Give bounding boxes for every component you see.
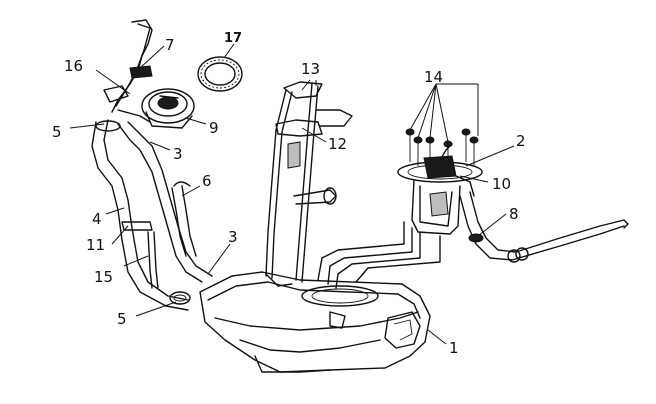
callout-16: 16 (64, 57, 83, 75)
callout-11: 11 (86, 236, 105, 254)
callout-5-lower: 5 (117, 310, 127, 328)
band-clamp (121, 221, 153, 231)
pump-to-tank-lines (317, 221, 441, 289)
callout-1: 1 (449, 339, 459, 357)
callout-3-upper: 3 (173, 145, 183, 163)
callout-10: 10 (492, 175, 511, 193)
fuel-level-sender (265, 81, 353, 283)
fuel-pump-assembly (397, 143, 483, 235)
callout-8: 8 (509, 205, 519, 223)
gasket-ring (197, 56, 243, 92)
callout-15: 15 (94, 268, 113, 286)
callout-17: 17 (224, 31, 242, 46)
callout-numbers: 1 2 3 3 4 5 5 6 7 8 9 10 11 12 13 14 15 … (52, 31, 526, 357)
callout-2: 2 (516, 132, 526, 150)
pump-bolts (405, 128, 479, 166)
callout-12: 12 (328, 135, 347, 153)
drain-hose (147, 231, 159, 289)
callout-14: 14 (424, 68, 443, 86)
hose-clamp-upper (95, 120, 121, 132)
filler-cap-assembly (103, 19, 195, 129)
leader-lines (69, 43, 515, 345)
fuel-tank (199, 271, 431, 373)
callout-13: 13 (301, 60, 320, 78)
filler-pipe (91, 119, 213, 311)
callout-7: 7 (165, 36, 175, 54)
callout-3-lower: 3 (228, 228, 238, 246)
callout-5-upper: 5 (52, 123, 62, 141)
hose-clamp-lower (169, 291, 191, 305)
callout-4: 4 (92, 210, 102, 228)
breather-hose (173, 181, 191, 187)
fuel-outlet-hose (459, 191, 629, 263)
callout-6: 6 (202, 172, 212, 190)
callout-9: 9 (209, 119, 219, 137)
